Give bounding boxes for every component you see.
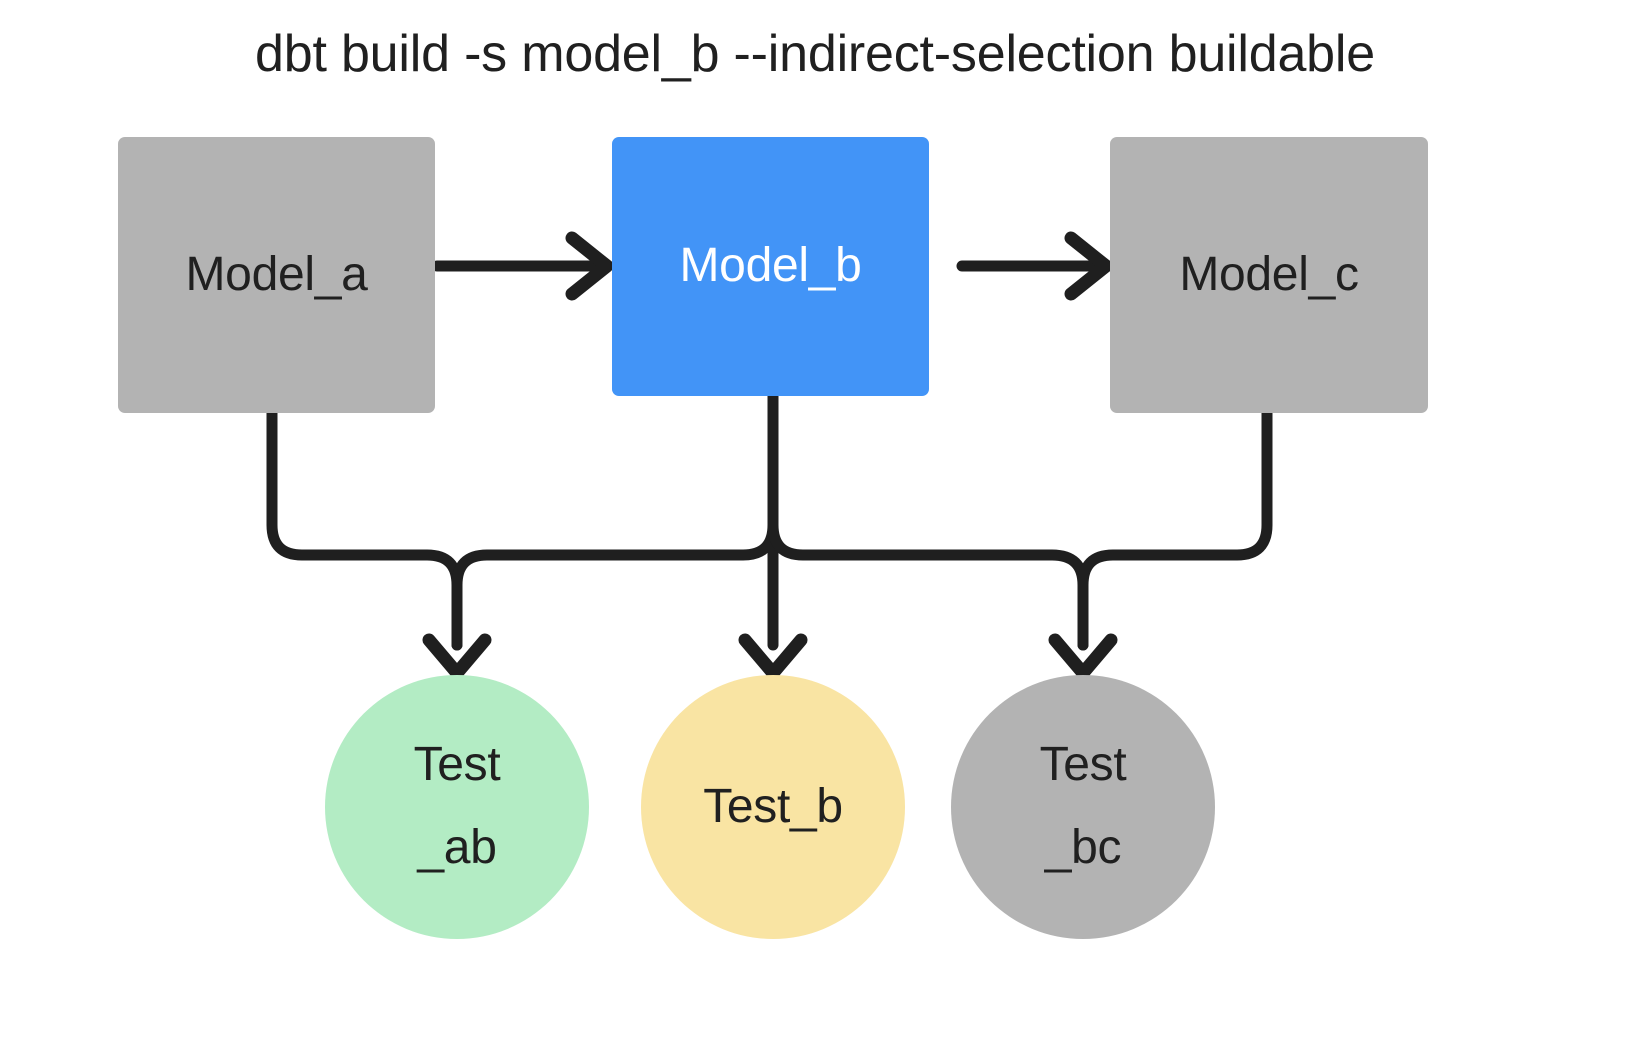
node-model-b[interactable]: Model_b: [612, 137, 929, 396]
edge-model-a-to-model-b: [431, 231, 614, 301]
node-test-b-label: Test_b: [703, 779, 843, 833]
node-test-ab[interactable]: Test _ab: [325, 675, 589, 939]
node-model-c[interactable]: Model_c: [1110, 137, 1428, 413]
edge-model-c-to-test-bc: [1077, 407, 1273, 651]
arrowhead-test-ab: [422, 633, 492, 680]
edge-model-b-to-test-bc: [767, 390, 1089, 651]
node-test-bc[interactable]: Test _bc: [951, 675, 1215, 939]
node-model-a-label: Model_a: [185, 247, 368, 301]
edge-model-b-to-test-ab: [451, 390, 779, 651]
node-model-b-label: Model_b: [679, 239, 862, 293]
node-test-bc-label: Test _bc: [1039, 738, 1127, 874]
node-model-a[interactable]: Model_a: [118, 137, 435, 413]
node-model-c-label: Model_c: [1179, 247, 1359, 301]
arrowhead-test-bc: [1048, 633, 1118, 680]
diagram-title: dbt build -s model_b --indirect-selectio…: [255, 25, 1375, 83]
edge-model-a-to-test-ab: [266, 407, 463, 651]
node-test-ab-label: Test _ab: [413, 738, 501, 874]
arrowhead-test-b: [738, 633, 808, 680]
node-test-b[interactable]: Test_b: [641, 675, 905, 939]
edge-model-b-to-model-c: [956, 231, 1113, 301]
